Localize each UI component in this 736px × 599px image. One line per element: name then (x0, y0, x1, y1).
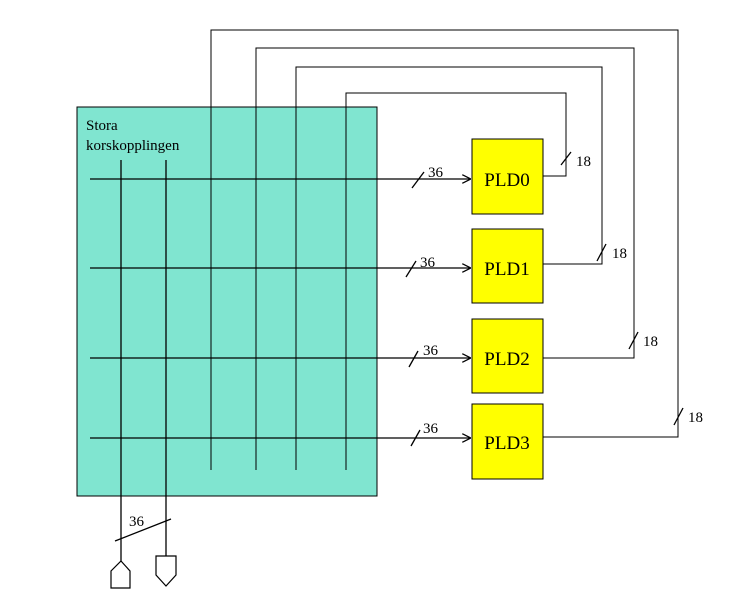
connector-symbol-right (155, 555, 177, 587)
feedback-loop-pld3 (210, 29, 679, 470)
external-bus-width: 36 (129, 514, 145, 530)
output-width-pld2: 18 (643, 334, 658, 350)
pld1-label: PLD1 (484, 259, 529, 280)
crossbar-label-line1: Stora (86, 118, 118, 134)
input-slash-pld2 (408, 350, 419, 368)
input-slash-pld3 (410, 429, 421, 447)
feedback-loop-pld1 (295, 66, 603, 470)
pld2-block: PLD2 (471, 318, 544, 394)
input-width-pld0: 36 (428, 165, 444, 181)
input-width-pld2: 36 (423, 343, 439, 359)
input-slash-pld0 (411, 171, 425, 189)
input-width-pld1: 36 (420, 255, 436, 271)
output-width-pld3: 18 (688, 410, 703, 426)
external-bus-slash (114, 518, 172, 542)
pld0-block: PLD0 (471, 138, 544, 215)
pld3-label: PLD3 (484, 433, 529, 454)
pld0-label: PLD0 (484, 170, 529, 191)
pld3-block: PLD3 (471, 403, 544, 480)
output-slash-pld2 (628, 331, 639, 350)
pld2-label: PLD2 (484, 349, 529, 370)
crossbar-label-line2: korskopplingen (86, 138, 180, 154)
output-slash-pld3 (673, 407, 684, 426)
output-width-pld0: 18 (576, 154, 591, 170)
output-width-pld1: 18 (612, 246, 627, 262)
output-slash-pld1 (596, 243, 607, 262)
pld1-block: PLD1 (471, 228, 544, 304)
crossbar-block (76, 106, 378, 497)
input-slash-pld1 (405, 260, 417, 278)
feedback-loop-pld0 (345, 92, 567, 470)
feedback-loop-pld2 (255, 47, 635, 470)
output-slash-pld0 (560, 151, 572, 166)
connector-symbol-left (110, 560, 131, 589)
input-width-pld3: 36 (423, 421, 439, 437)
